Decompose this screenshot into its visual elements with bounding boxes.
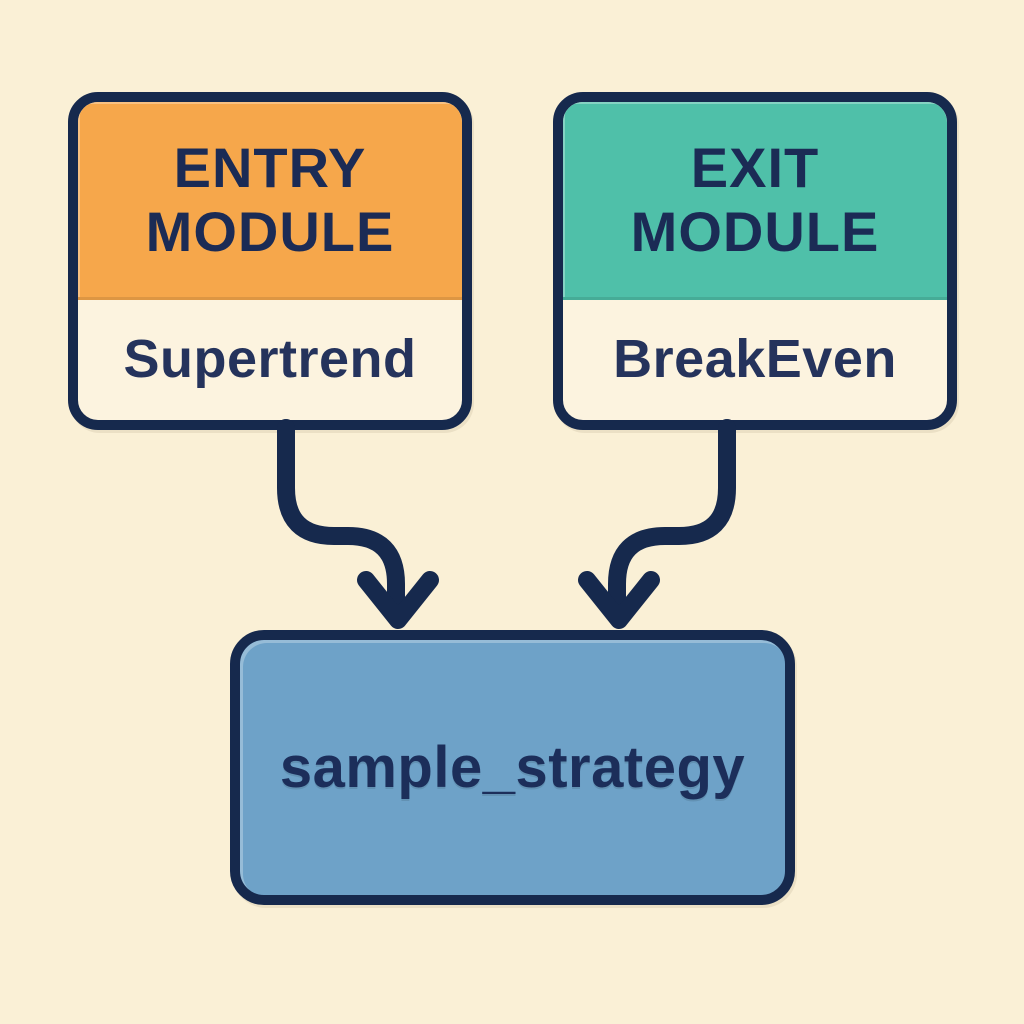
exit-module-title: EXIT MODULE [630, 135, 880, 263]
entry-module-name: Supertrend [123, 328, 417, 389]
entry-module-box: ENTRY MODULE Supertrend [68, 92, 472, 430]
exit-module-header: EXIT MODULE [563, 102, 947, 300]
exit-module-name: BreakEven [613, 328, 897, 389]
exit-module-box: EXIT MODULE BreakEven [553, 92, 957, 430]
entry-arrowhead-icon [357, 571, 439, 629]
strategy-label: sample_strategy [279, 735, 746, 800]
exit-module-body: BreakEven [563, 300, 947, 417]
strategy-box: sample_strategy [230, 630, 795, 905]
exit-arrowhead-icon [578, 571, 660, 629]
entry-module-header: ENTRY MODULE [78, 102, 462, 300]
exit-connector-line [608, 419, 736, 607]
entry-connector-line [277, 419, 405, 607]
entry-module-title: ENTRY MODULE [145, 135, 395, 263]
entry-module-body: Supertrend [78, 300, 462, 417]
